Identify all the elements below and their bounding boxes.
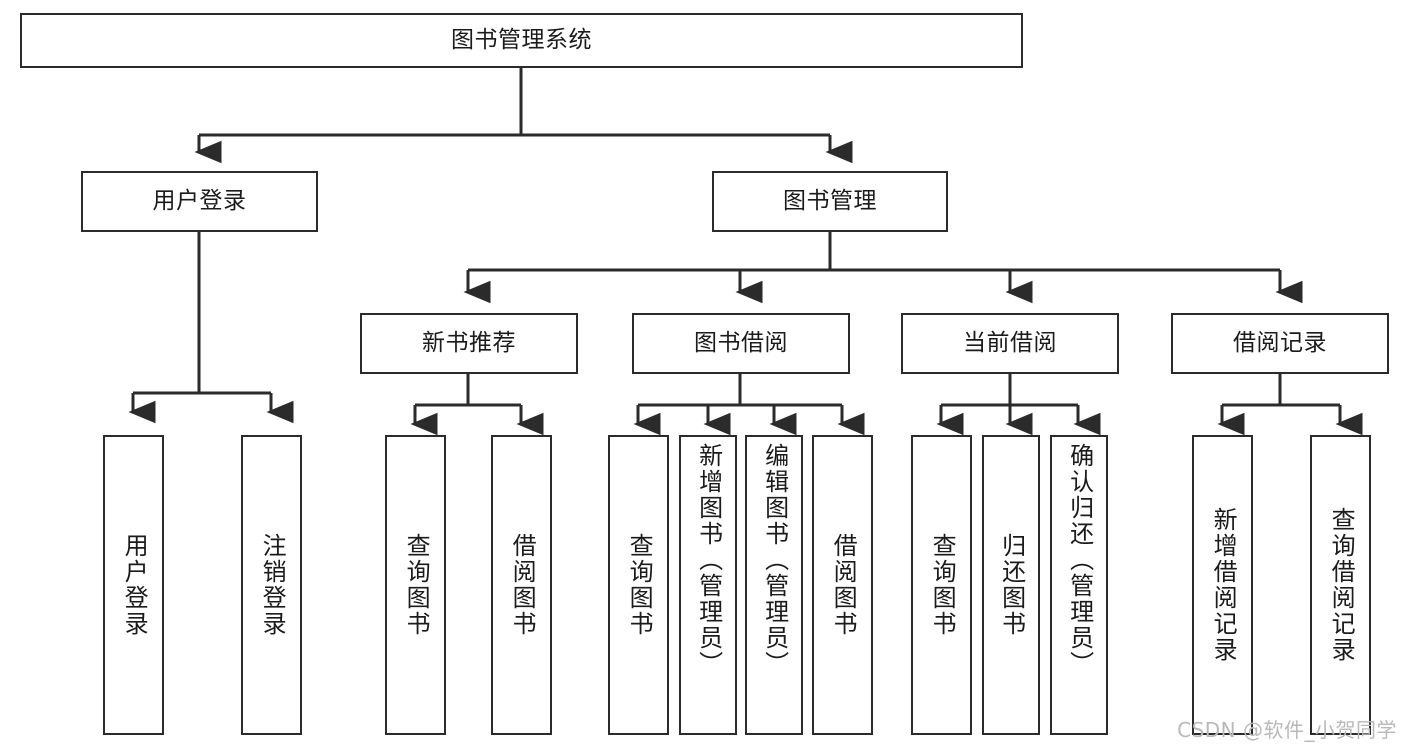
leaf-new-book-query[interactable]: 查询图书 [385,435,446,735]
leaf-current-borrow-query[interactable]: 查询图书 [911,435,972,735]
node-label: 借阅记录 [1233,329,1327,356]
node-root-system[interactable]: 图书管理系统 [20,13,1023,68]
node-label: 查询图书 [928,533,957,637]
node-book-borrow[interactable]: 图书借阅 [632,313,850,374]
node-label: 查询借阅记录 [1327,507,1356,663]
leaf-book-borrow-edit[interactable]: 编辑图书（管理员） [745,435,803,735]
node-label: 新书推荐 [422,329,516,356]
node-label: 图书管理 [783,187,877,214]
leaf-book-borrow-add[interactable]: 新增图书（管理员） [679,435,737,735]
node-current-borrow[interactable]: 当前借阅 [901,313,1119,374]
leaf-user-login-logout[interactable]: 注销登录 [241,435,302,735]
leaf-current-borrow-confirm-return[interactable]: 确认归还（管理员） [1050,435,1108,735]
node-label: 新增图书（管理员） [694,443,723,677]
node-label: 查询图书 [625,533,654,637]
node-user-login[interactable]: 用户登录 [81,171,318,232]
node-label: 注销登录 [258,533,287,637]
node-label: 确认归还（管理员） [1065,443,1094,677]
node-label: 用户登录 [120,533,149,637]
node-label: 查询图书 [402,533,431,637]
node-label: 图书借阅 [694,329,788,356]
node-label: 当前借阅 [963,329,1057,356]
node-label: 新增借阅记录 [1209,507,1238,663]
leaf-borrow-record-query[interactable]: 查询借阅记录 [1310,435,1371,735]
leaf-new-book-borrow[interactable]: 借阅图书 [491,435,552,735]
watermark: CSDN @软件_小贺同学 [1177,718,1397,742]
leaf-current-borrow-return[interactable]: 归还图书 [982,435,1040,735]
leaf-borrow-record-add[interactable]: 新增借阅记录 [1192,435,1253,735]
node-label: 图书管理系统 [451,26,592,53]
leaf-book-borrow-borrow[interactable]: 借阅图书 [812,435,873,735]
node-label: 归还图书 [997,533,1026,637]
node-label: 编辑图书（管理员） [760,443,789,677]
node-label: 借阅图书 [508,533,537,637]
node-label: 用户登录 [152,187,247,214]
leaf-book-borrow-query[interactable]: 查询图书 [608,435,669,735]
node-book-management[interactable]: 图书管理 [712,171,948,232]
leaf-user-login-login[interactable]: 用户登录 [103,435,164,735]
node-label: 借阅图书 [829,533,858,637]
node-borrow-record[interactable]: 借阅记录 [1171,313,1389,374]
node-new-book-recommend[interactable]: 新书推荐 [360,313,578,374]
